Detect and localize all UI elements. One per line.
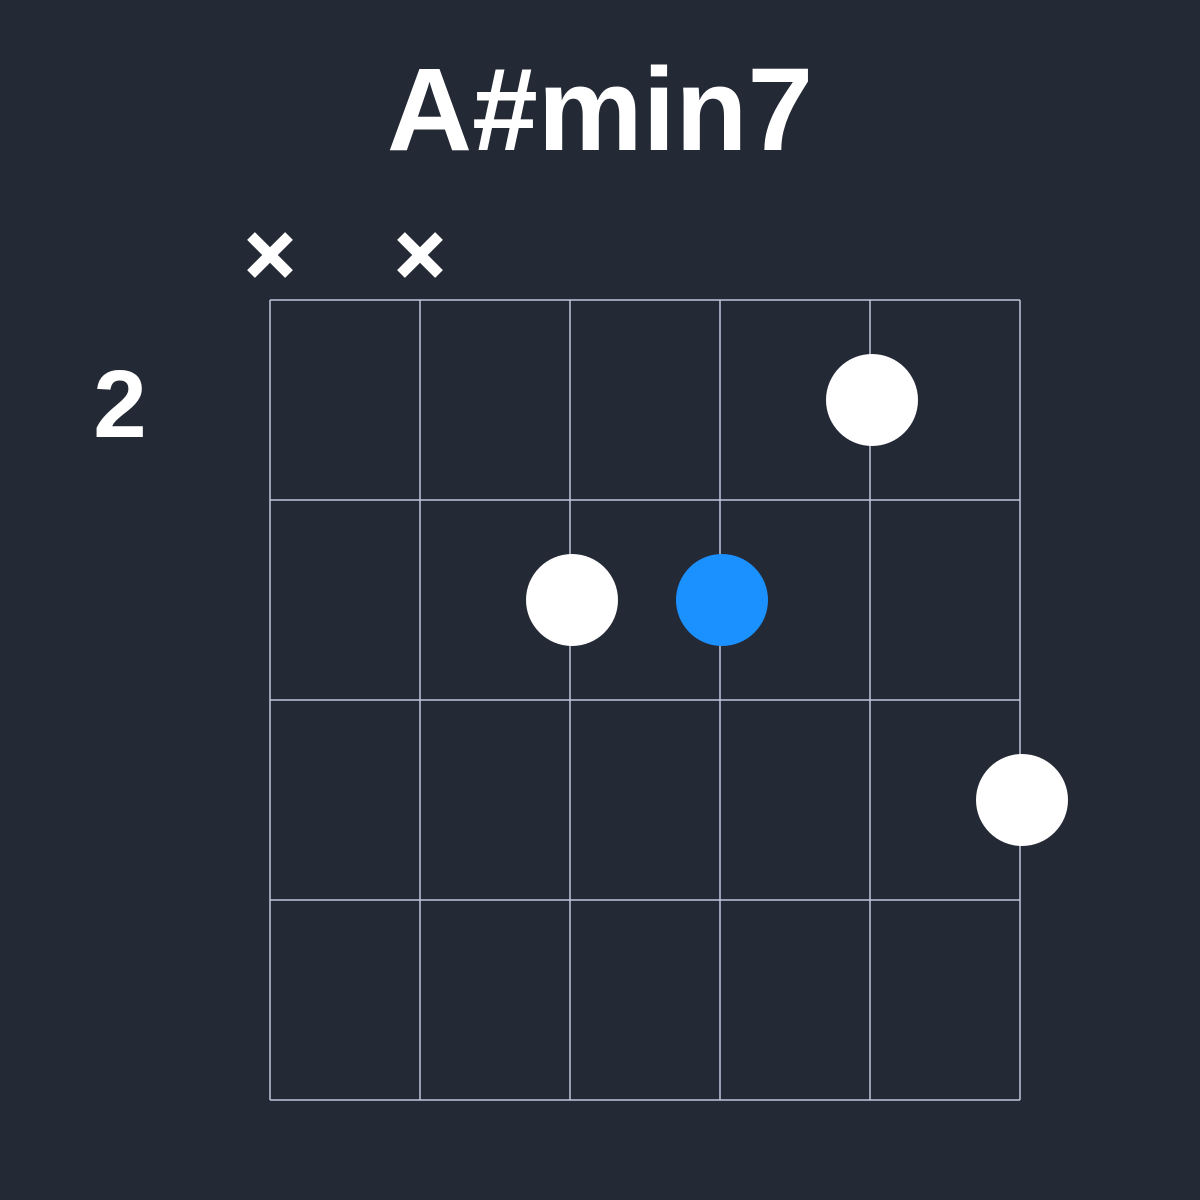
chord-title: A#min7 (386, 44, 814, 176)
muted-x-icon (247, 232, 293, 278)
finger-dot (826, 354, 918, 446)
finger-dot (976, 754, 1068, 846)
start-fret-number: 2 (93, 351, 147, 458)
muted-x-icon (397, 232, 443, 278)
finger-dot (526, 554, 618, 646)
root-finger-dot (676, 554, 768, 646)
